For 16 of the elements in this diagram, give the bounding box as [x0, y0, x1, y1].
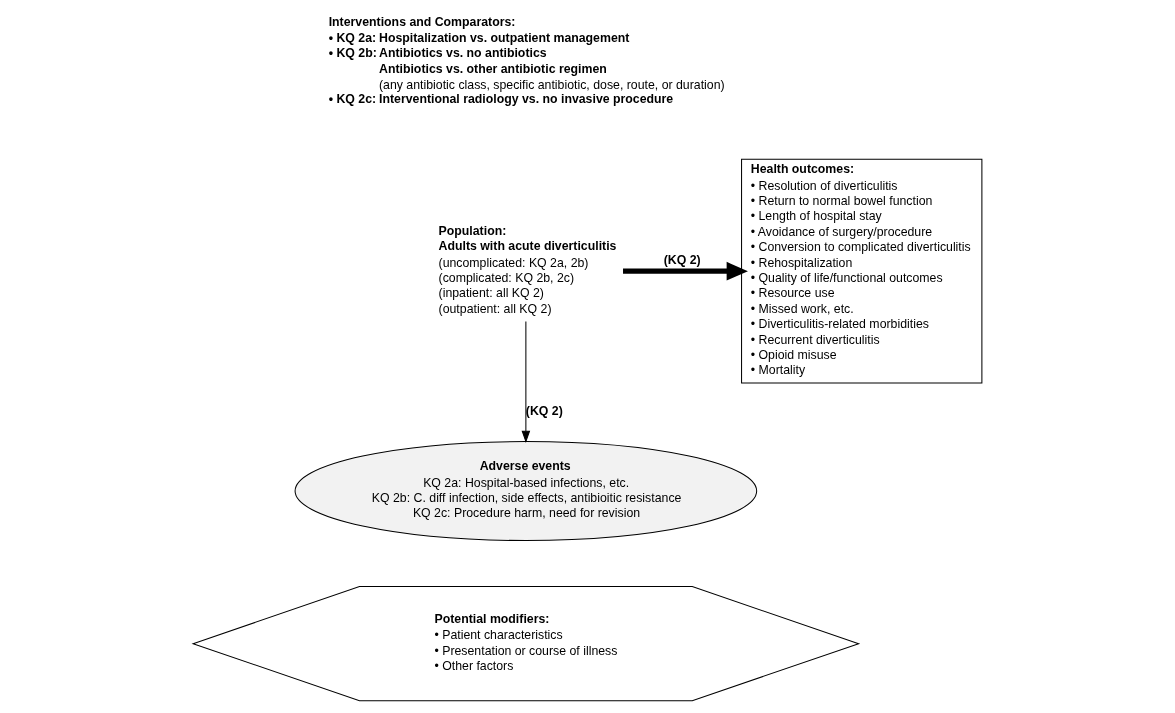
label: Antibiotics vs. other antibiotic regimen	[379, 61, 607, 76]
label: • KQ 2a:	[328, 30, 377, 45]
label: Antibiotics vs. no antibiotics	[379, 46, 547, 61]
arrow	[521, 321, 531, 444]
edge-label: (KQ 2)	[525, 403, 563, 418]
label: Interventional radiology vs. no invasive procedure	[379, 92, 674, 107]
label: Hospitalization vs. outpatient management	[379, 30, 630, 45]
label: • KQ 2b:	[328, 46, 377, 61]
label: (any antibiotic class, specific antibiotic, dose, route, or duration)	[379, 77, 725, 92]
label: Interventions and Comparators:	[328, 15, 516, 30]
label: • KQ 2c:	[328, 92, 377, 107]
node-text: Population: Adults with acute diverticulitis (uncomplicated: KQ 2a, 2b) (complicated: KQ 2b, 2c) (inpatient: all KQ 2) (outpatient: all KQ 2)	[438, 223, 617, 316]
arrow	[623, 261, 748, 281]
node-ellipse: Adverse events KQ 2a: Hospital-based infections, etc. KQ 2b: C. diff infection, side effects, antibioitic resistance KQ 2c: Procedure harm, need for revision	[294, 441, 758, 541]
edge-label: (KQ 2)	[663, 252, 701, 267]
node-box: Health outcomes: • Resolution of diverticulitis • Return to normal bowel function • Length of hospital stay • Avoidance of surgery/procedure • Conversion to complicated diverticulitis • Rehospitalization • Quality of life/functional outcomes • Resource use • Missed work, etc. • Diverticulitis-related morbidities • Recurrent diverticulitis • Opioid misuse • Mortality	[741, 158, 983, 384]
